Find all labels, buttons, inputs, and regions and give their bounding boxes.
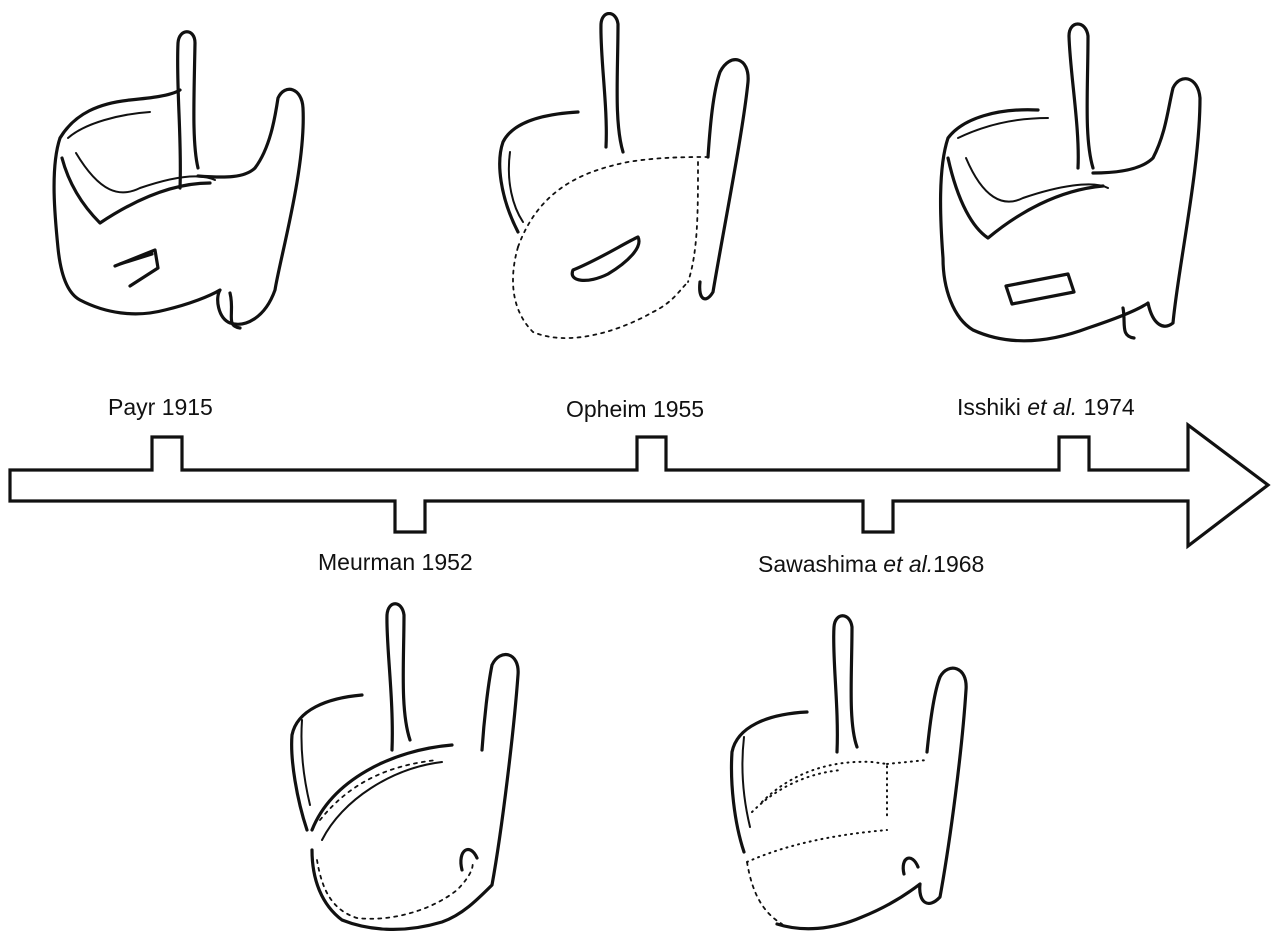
larynx-sketch-payr bbox=[40, 28, 320, 358]
year-opheim: 1955 bbox=[653, 396, 704, 422]
larynx-sketch-isshiki bbox=[928, 18, 1218, 358]
author-meurman: Meurman bbox=[318, 549, 415, 575]
larynx-sketch-opheim bbox=[488, 12, 758, 352]
year-sawashima: 1968 bbox=[933, 551, 984, 577]
event-label-sawashima: Sawashima et al.1968 bbox=[758, 553, 984, 576]
year-payr: 1915 bbox=[162, 394, 213, 420]
year-meurman: 1952 bbox=[422, 549, 473, 575]
event-label-opheim: Opheim 1955 bbox=[566, 398, 704, 421]
author-opheim: Opheim bbox=[566, 396, 647, 422]
year-isshiki: 1974 bbox=[1084, 394, 1135, 420]
suffix-sawashima: et al. bbox=[883, 551, 933, 577]
event-label-meurman: Meurman 1952 bbox=[318, 551, 473, 574]
larynx-sketch-sawashima bbox=[722, 612, 992, 937]
author-payr: Payr bbox=[108, 394, 155, 420]
suffix-isshiki: et al. bbox=[1027, 394, 1077, 420]
larynx-sketch-meurman bbox=[282, 600, 542, 935]
event-label-payr: Payr 1915 bbox=[108, 396, 213, 419]
author-isshiki: Isshiki bbox=[957, 394, 1021, 420]
event-label-isshiki: Isshiki et al. 1974 bbox=[957, 396, 1135, 419]
author-sawashima: Sawashima bbox=[758, 551, 877, 577]
